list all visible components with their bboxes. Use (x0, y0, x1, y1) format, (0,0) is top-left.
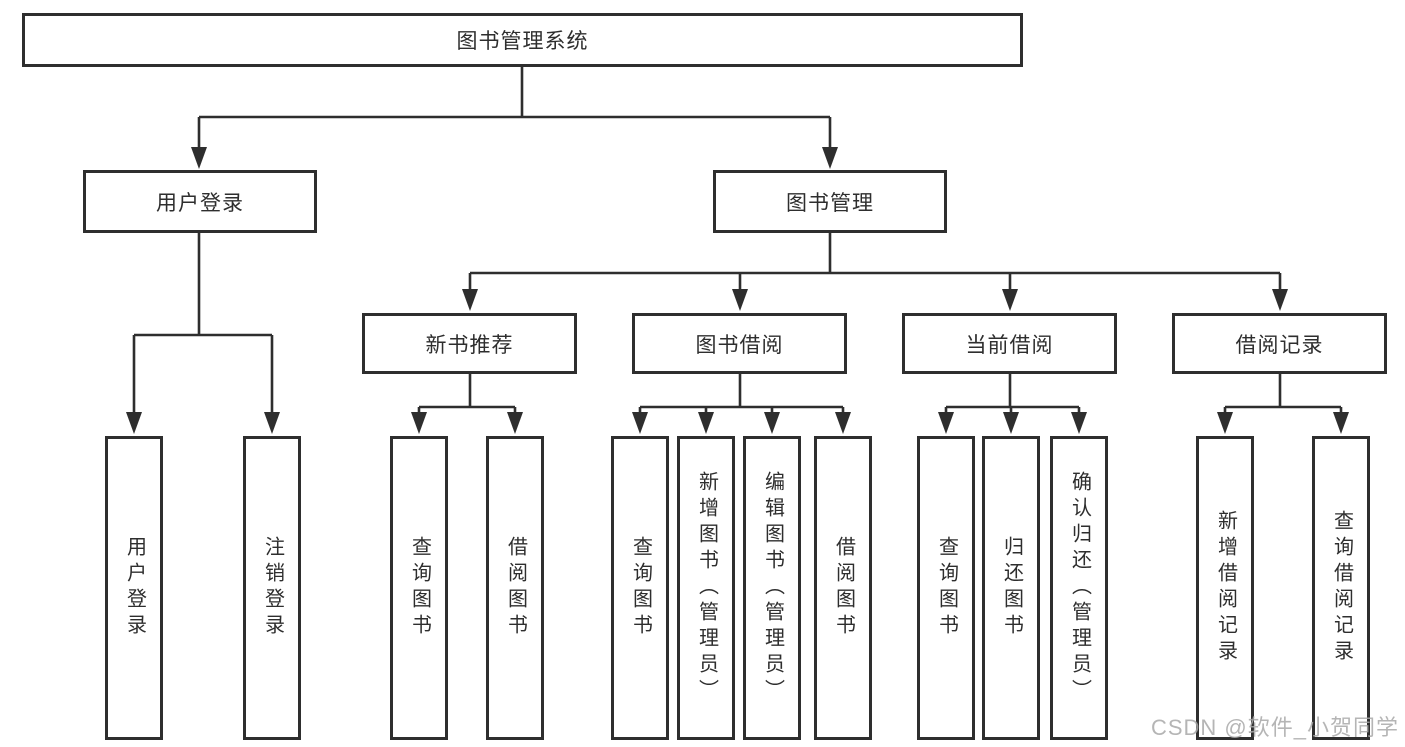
node-library-management-system: 图书管理系统 (22, 13, 1023, 67)
leaf-user-login: 用户登录 (105, 436, 163, 740)
connector-new-book-recommendation (411, 374, 523, 434)
leaf-borrow-books-borrowing: 借阅图书 (814, 436, 872, 740)
leaf-label: 用户登录 (123, 536, 146, 640)
leaf-add-borrow-record: 新增借阅记录 (1196, 436, 1254, 740)
node-borrowing-records: 借阅记录 (1172, 313, 1387, 374)
leaf-label: 新增借阅记录 (1214, 510, 1237, 666)
leaf-query-books-current: 查询图书 (917, 436, 975, 740)
leaf-logout: 注销登录 (243, 436, 301, 740)
node-user-login: 用户登录 (83, 170, 317, 233)
leaf-query-books-borrowing: 查询图书 (611, 436, 669, 740)
node-new-book-recommendation: 新书推荐 (362, 313, 577, 374)
leaf-label: 编辑图书（管理员） (761, 471, 784, 705)
leaf-label: 新增图书（管理员） (695, 471, 718, 705)
connector-user-login (126, 233, 280, 434)
connector-book-mgmt (462, 233, 1288, 311)
leaf-query-books-recommend: 查询图书 (390, 436, 448, 740)
leaf-label: 查询图书 (629, 536, 652, 640)
node-current-borrowing: 当前借阅 (902, 313, 1117, 374)
leaf-label: 借阅图书 (504, 536, 527, 640)
leaf-edit-book-admin: 编辑图书（管理员） (743, 436, 801, 740)
connector-book-borrowing (632, 374, 851, 434)
leaf-label: 注销登录 (261, 536, 284, 640)
connector-current-borrowing (938, 374, 1087, 434)
node-book-management: 图书管理 (713, 170, 947, 233)
leaf-confirm-return-admin: 确认归还（管理员） (1050, 436, 1108, 740)
connector-borrowing-records (1217, 374, 1349, 434)
leaf-label: 借阅图书 (832, 536, 855, 640)
node-book-borrowing: 图书借阅 (632, 313, 847, 374)
leaf-label: 查询图书 (408, 536, 431, 640)
leaf-return-books: 归还图书 (982, 436, 1040, 740)
leaf-label: 查询借阅记录 (1330, 510, 1353, 666)
leaf-label: 查询图书 (935, 536, 958, 640)
leaf-label: 确认归还（管理员） (1068, 471, 1091, 705)
csdn-watermark: CSDN @软件_小贺同学 (1150, 715, 1399, 740)
leaf-query-borrow-record: 查询借阅记录 (1312, 436, 1370, 740)
leaf-borrow-books-recommend: 借阅图书 (486, 436, 544, 740)
leaf-add-book-admin: 新增图书（管理员） (677, 436, 735, 740)
connector-root (191, 67, 838, 169)
leaf-label: 归还图书 (1000, 536, 1023, 640)
